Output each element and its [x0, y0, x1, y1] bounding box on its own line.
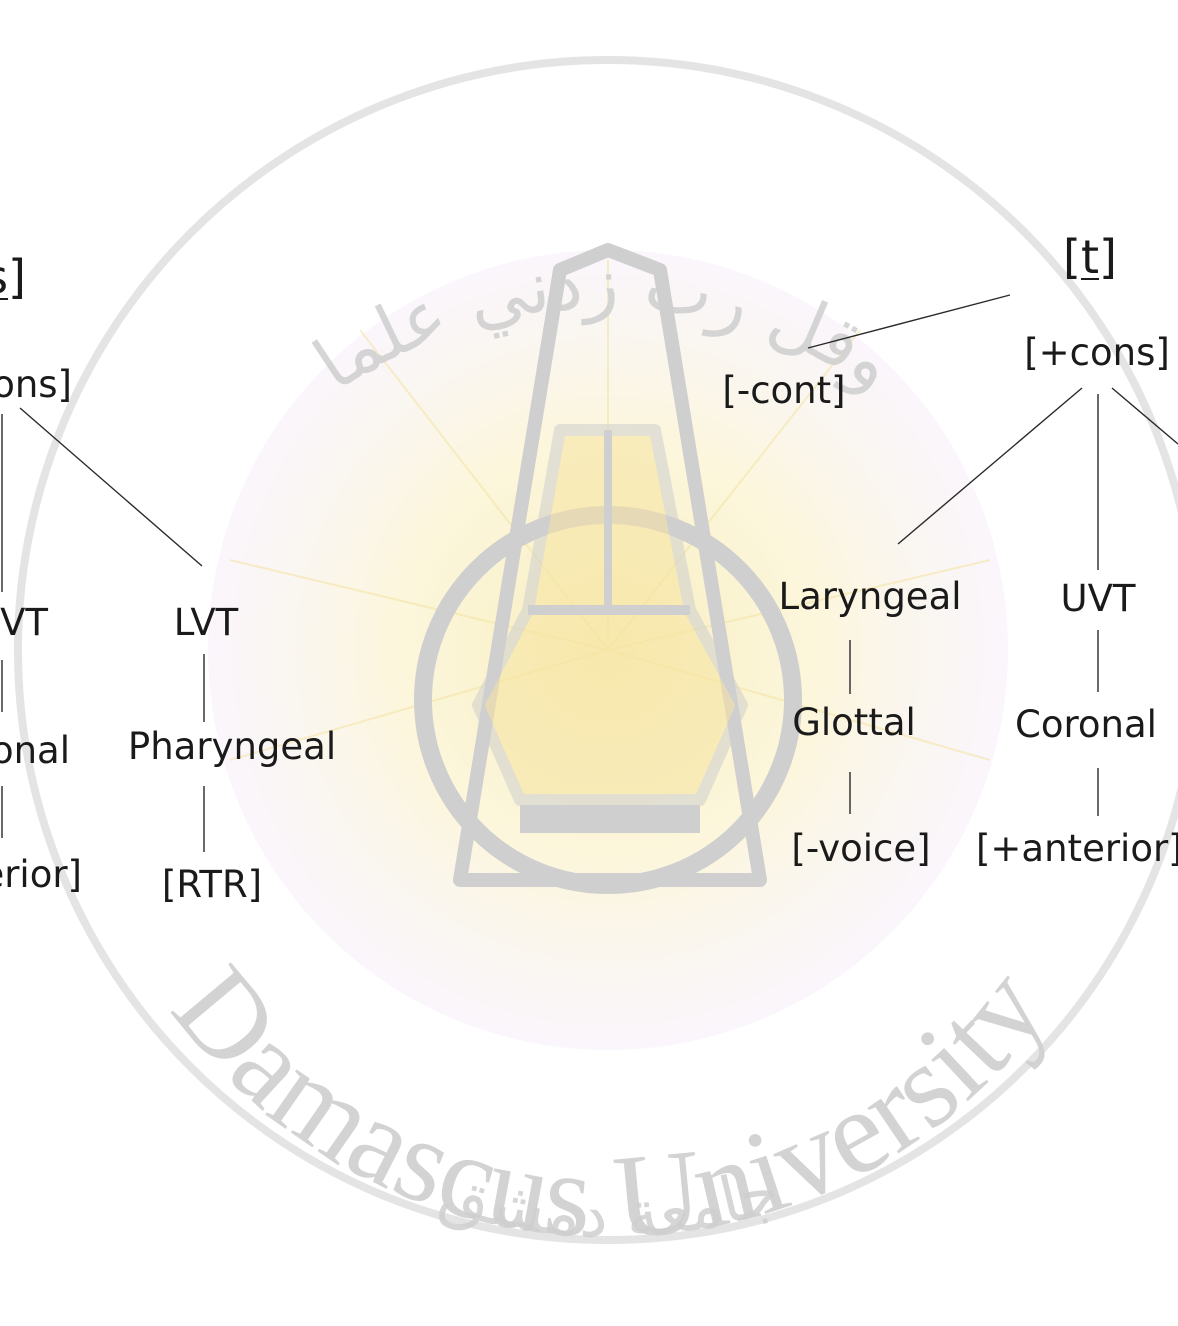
right-root-label: [t]: [1063, 230, 1117, 284]
left-pharyngeal-label: Pharyngeal: [127, 725, 337, 768]
edge-right-cons-offscreen: [1111, 387, 1178, 445]
edge-right-cons-laryngeal: [897, 387, 1083, 545]
right-cons-label: [+cons]: [1024, 331, 1170, 374]
left-lvt-label: LVT: [173, 601, 239, 644]
right-voice-label: [-voice]: [791, 827, 931, 870]
right-anterior-label: [+anterior]: [976, 827, 1178, 870]
right-cont-label: [-cont]: [722, 369, 846, 412]
edge-right-root-cont: [807, 294, 1011, 349]
left-coronal-label: onal: [0, 729, 70, 772]
left-anterior-label: erior]: [0, 853, 82, 896]
left-cons-label: ons]: [0, 363, 72, 406]
left-root-label: s]: [0, 250, 26, 304]
edge-left-cons-lvt: [19, 407, 203, 567]
left-uvt-label: VT: [0, 601, 48, 644]
left-rtr-label: [RTR]: [161, 863, 263, 906]
right-uvt-label: UVT: [1060, 577, 1136, 620]
right-laryngeal-label: Laryngeal: [778, 575, 962, 618]
right-glottal-label: Glottal: [792, 701, 916, 744]
right-coronal-label: Coronal: [1015, 703, 1157, 746]
